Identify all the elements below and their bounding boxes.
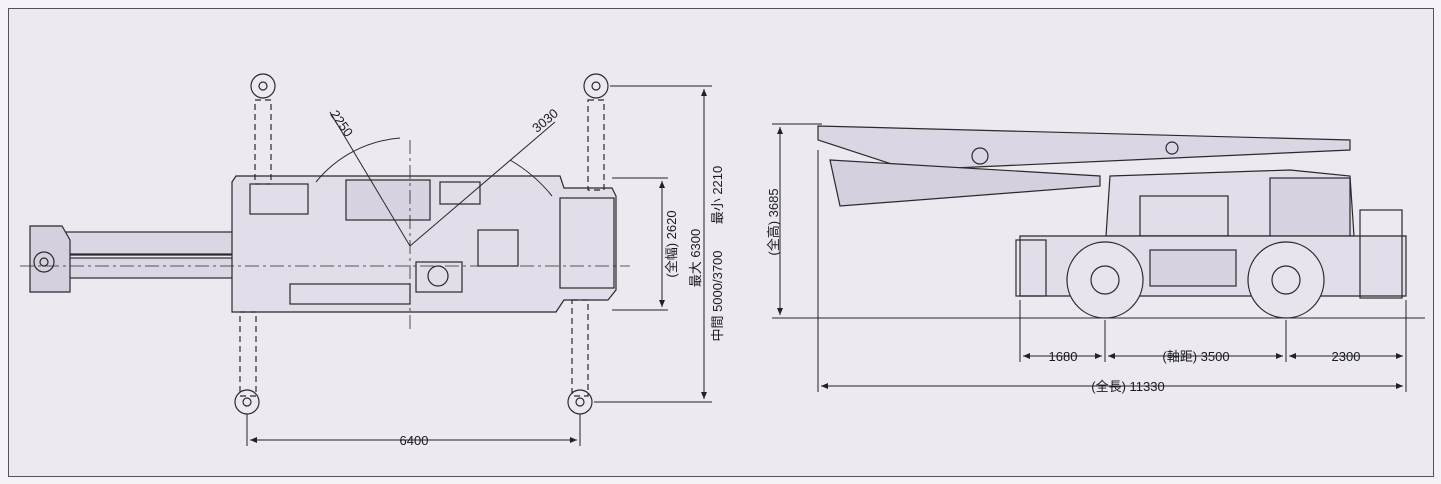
dim-outrigger-mid: 中間 5000/3700 [710,250,725,341]
dim-overall-width: (全幅) 2620 [664,210,679,277]
dim-radius-left: 2250 [327,107,356,139]
dim-outrigger-span-width: 6400 [400,433,429,448]
dim-outrigger-max: 最大 6300 [688,229,703,288]
dim-overall-height: (全高) 3685 [766,188,781,255]
top-view-crane [20,73,630,415]
dim-rear-overhang: 2300 [1332,349,1361,364]
dim-wheelbase: (軸距) 3500 [1162,349,1229,364]
dim-front-overhang: 1680 [1049,349,1078,364]
side-view-dimensions [772,123,1407,392]
header-strip [0,0,1441,8]
top-view-dimensions [246,85,712,446]
side-view-crane [772,125,1425,319]
dim-outrigger-min: 最小 2210 [710,166,725,225]
dim-overall-length: (全長) 11330 [1091,379,1164,394]
